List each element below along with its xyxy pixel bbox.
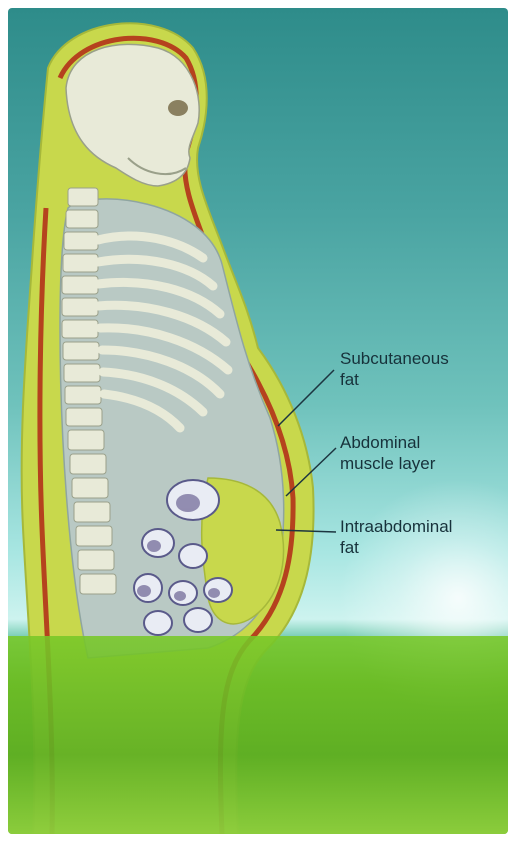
green-overlay-band: [8, 636, 508, 834]
label-intraabdominal-line2: fat: [340, 537, 452, 558]
label-abdominal-line1: Abdominal: [340, 432, 435, 453]
label-intraabdominal-fat: Intraabdominal fat: [340, 516, 452, 558]
eye-socket: [168, 100, 188, 116]
label-abdominal-line2: muscle layer: [340, 453, 435, 474]
label-intraabdominal-line1: Intraabdominal: [340, 516, 452, 537]
label-abdominal-muscle-layer: Abdominal muscle layer: [340, 432, 435, 474]
label-subcutaneous-line2: fat: [340, 369, 449, 390]
label-subcutaneous-fat: Subcutaneous fat: [340, 348, 449, 390]
diagram-slide: Subcutaneous fat Abdominal muscle layer …: [8, 8, 508, 834]
label-subcutaneous-line1: Subcutaneous: [340, 348, 449, 369]
